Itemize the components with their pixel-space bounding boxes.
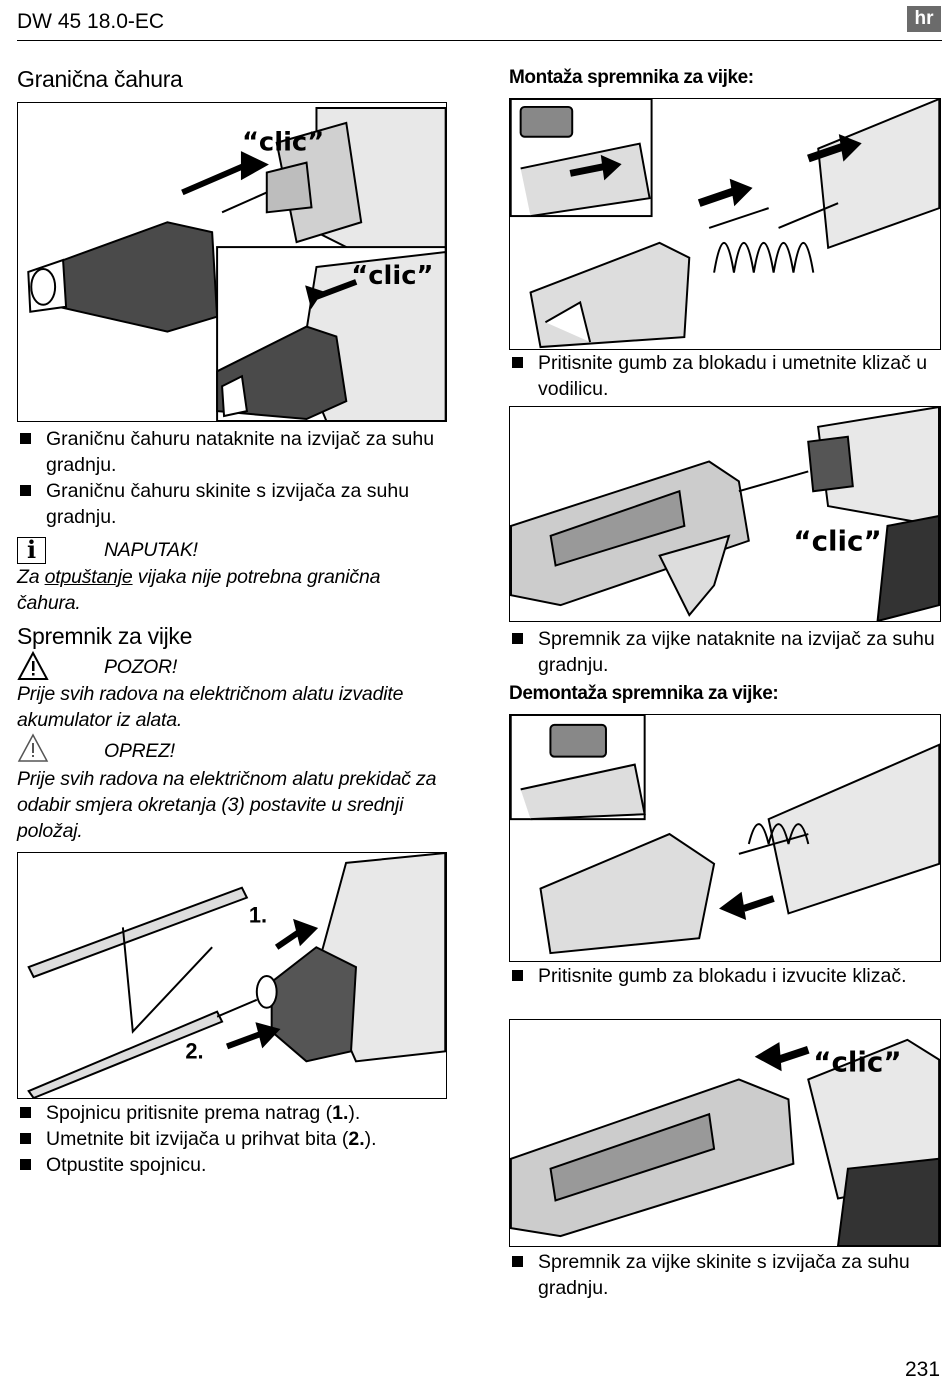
list-item: Graničnu čahuru skinite s izvijača za su…: [17, 478, 452, 530]
bullet-square-icon: [20, 1133, 31, 1144]
info-icon: i: [17, 537, 46, 564]
section-title-stop-collar: Granična čahura: [17, 66, 183, 92]
list-item: Pritisnite gumb za blokadu i izvucite kl…: [509, 963, 944, 989]
dismount-step-1: Pritisnite gumb za blokadu i izvucite kl…: [509, 963, 944, 989]
document-model: DW 45 18.0-EC: [17, 10, 165, 33]
figure-remove-magazine: “clic”: [509, 1019, 941, 1247]
attach-magazine-illustration: “clic”: [510, 407, 940, 621]
dismount-step-2: Spremnik za vijke skinite s izvijača za …: [509, 1249, 944, 1301]
note-label: NAPUTAK!: [104, 539, 198, 561]
bullet-square-icon: [20, 1107, 31, 1118]
bit-insert-instructions: Spojnicu pritisnite prema natrag (1.). U…: [17, 1100, 452, 1178]
list-item: Spremnik za vijke skinite s izvijača za …: [509, 1249, 944, 1301]
list-item: Spojnicu pritisnite prema natrag (1.).: [17, 1100, 452, 1126]
figure-attach-magazine: “clic”: [509, 406, 941, 622]
caution-triangle-icon: [17, 733, 49, 763]
bullet-square-icon: [20, 485, 31, 496]
section-title-dismounting: Demontaža spremnika za vijke:: [509, 683, 779, 704]
mount-step-2: Spremnik za vijke nataknite na izvijač z…: [509, 626, 944, 678]
bullet-square-icon: [20, 1159, 31, 1170]
list-item: Graničnu čahuru nataknite na izvijač za …: [17, 426, 452, 478]
bullet-square-icon: [512, 633, 523, 644]
step-label-1: 1.: [249, 902, 267, 927]
section-title-mounting: Montaža spremnika za vijke:: [509, 67, 754, 88]
warning-triangle-icon: [17, 650, 49, 681]
caution-text: Prije svih radova na električnom alatu p…: [17, 768, 437, 842]
clic-label-remove: “clic”: [813, 1046, 901, 1079]
bullet-square-icon: [512, 1256, 523, 1267]
list-item: Otpustite spojnicu.: [17, 1152, 452, 1178]
warning-label: POZOR!: [104, 656, 177, 678]
section-title-screw-magazine: Spremnik za vijke: [17, 623, 193, 649]
bullet-square-icon: [512, 970, 523, 981]
mount-step-1: Pritisnite gumb za blokadu i umetnite kl…: [509, 350, 944, 402]
figure-bit-insert: 1. 2.: [17, 852, 447, 1099]
bit-insert-illustration: 1. 2.: [27, 853, 446, 1098]
mount-slider-illustration: [510, 99, 940, 349]
list-item: Pritisnite gumb za blokadu i umetnite kl…: [509, 350, 944, 402]
remove-slider-illustration: [510, 715, 940, 955]
page-number: 231: [905, 1358, 941, 1381]
stop-collar-illustration: “clic” “clic”: [27, 106, 446, 421]
clic-label-bottom: “clic”: [351, 261, 433, 291]
warning-text: Prije svih radova na električnom alatu i…: [17, 683, 404, 731]
language-badge: hr: [907, 6, 941, 32]
list-item: Spremnik za vijke nataknite na izvijač z…: [509, 626, 944, 678]
note-text: Za otpuštanje vijaka nije potrebna grani…: [17, 566, 381, 614]
step-label-2: 2.: [185, 1038, 203, 1063]
header-divider: [17, 40, 942, 41]
bullet-square-icon: [20, 433, 31, 444]
figure-stop-collar: “clic” “clic”: [17, 102, 447, 422]
stop-collar-instructions: Graničnu čahuru nataknite na izvijač za …: [17, 426, 452, 530]
clic-label-top: “clic”: [242, 128, 324, 158]
bullet-square-icon: [512, 357, 523, 368]
clic-label-attach: “clic”: [793, 525, 881, 558]
figure-remove-slider: [509, 714, 941, 962]
figure-mount-slider: [509, 98, 941, 350]
remove-magazine-illustration: “clic”: [510, 1038, 940, 1246]
list-item: Umetnite bit izvijača u prihvat bita (2.…: [17, 1126, 452, 1152]
caution-label: OPREZ!: [104, 740, 175, 762]
